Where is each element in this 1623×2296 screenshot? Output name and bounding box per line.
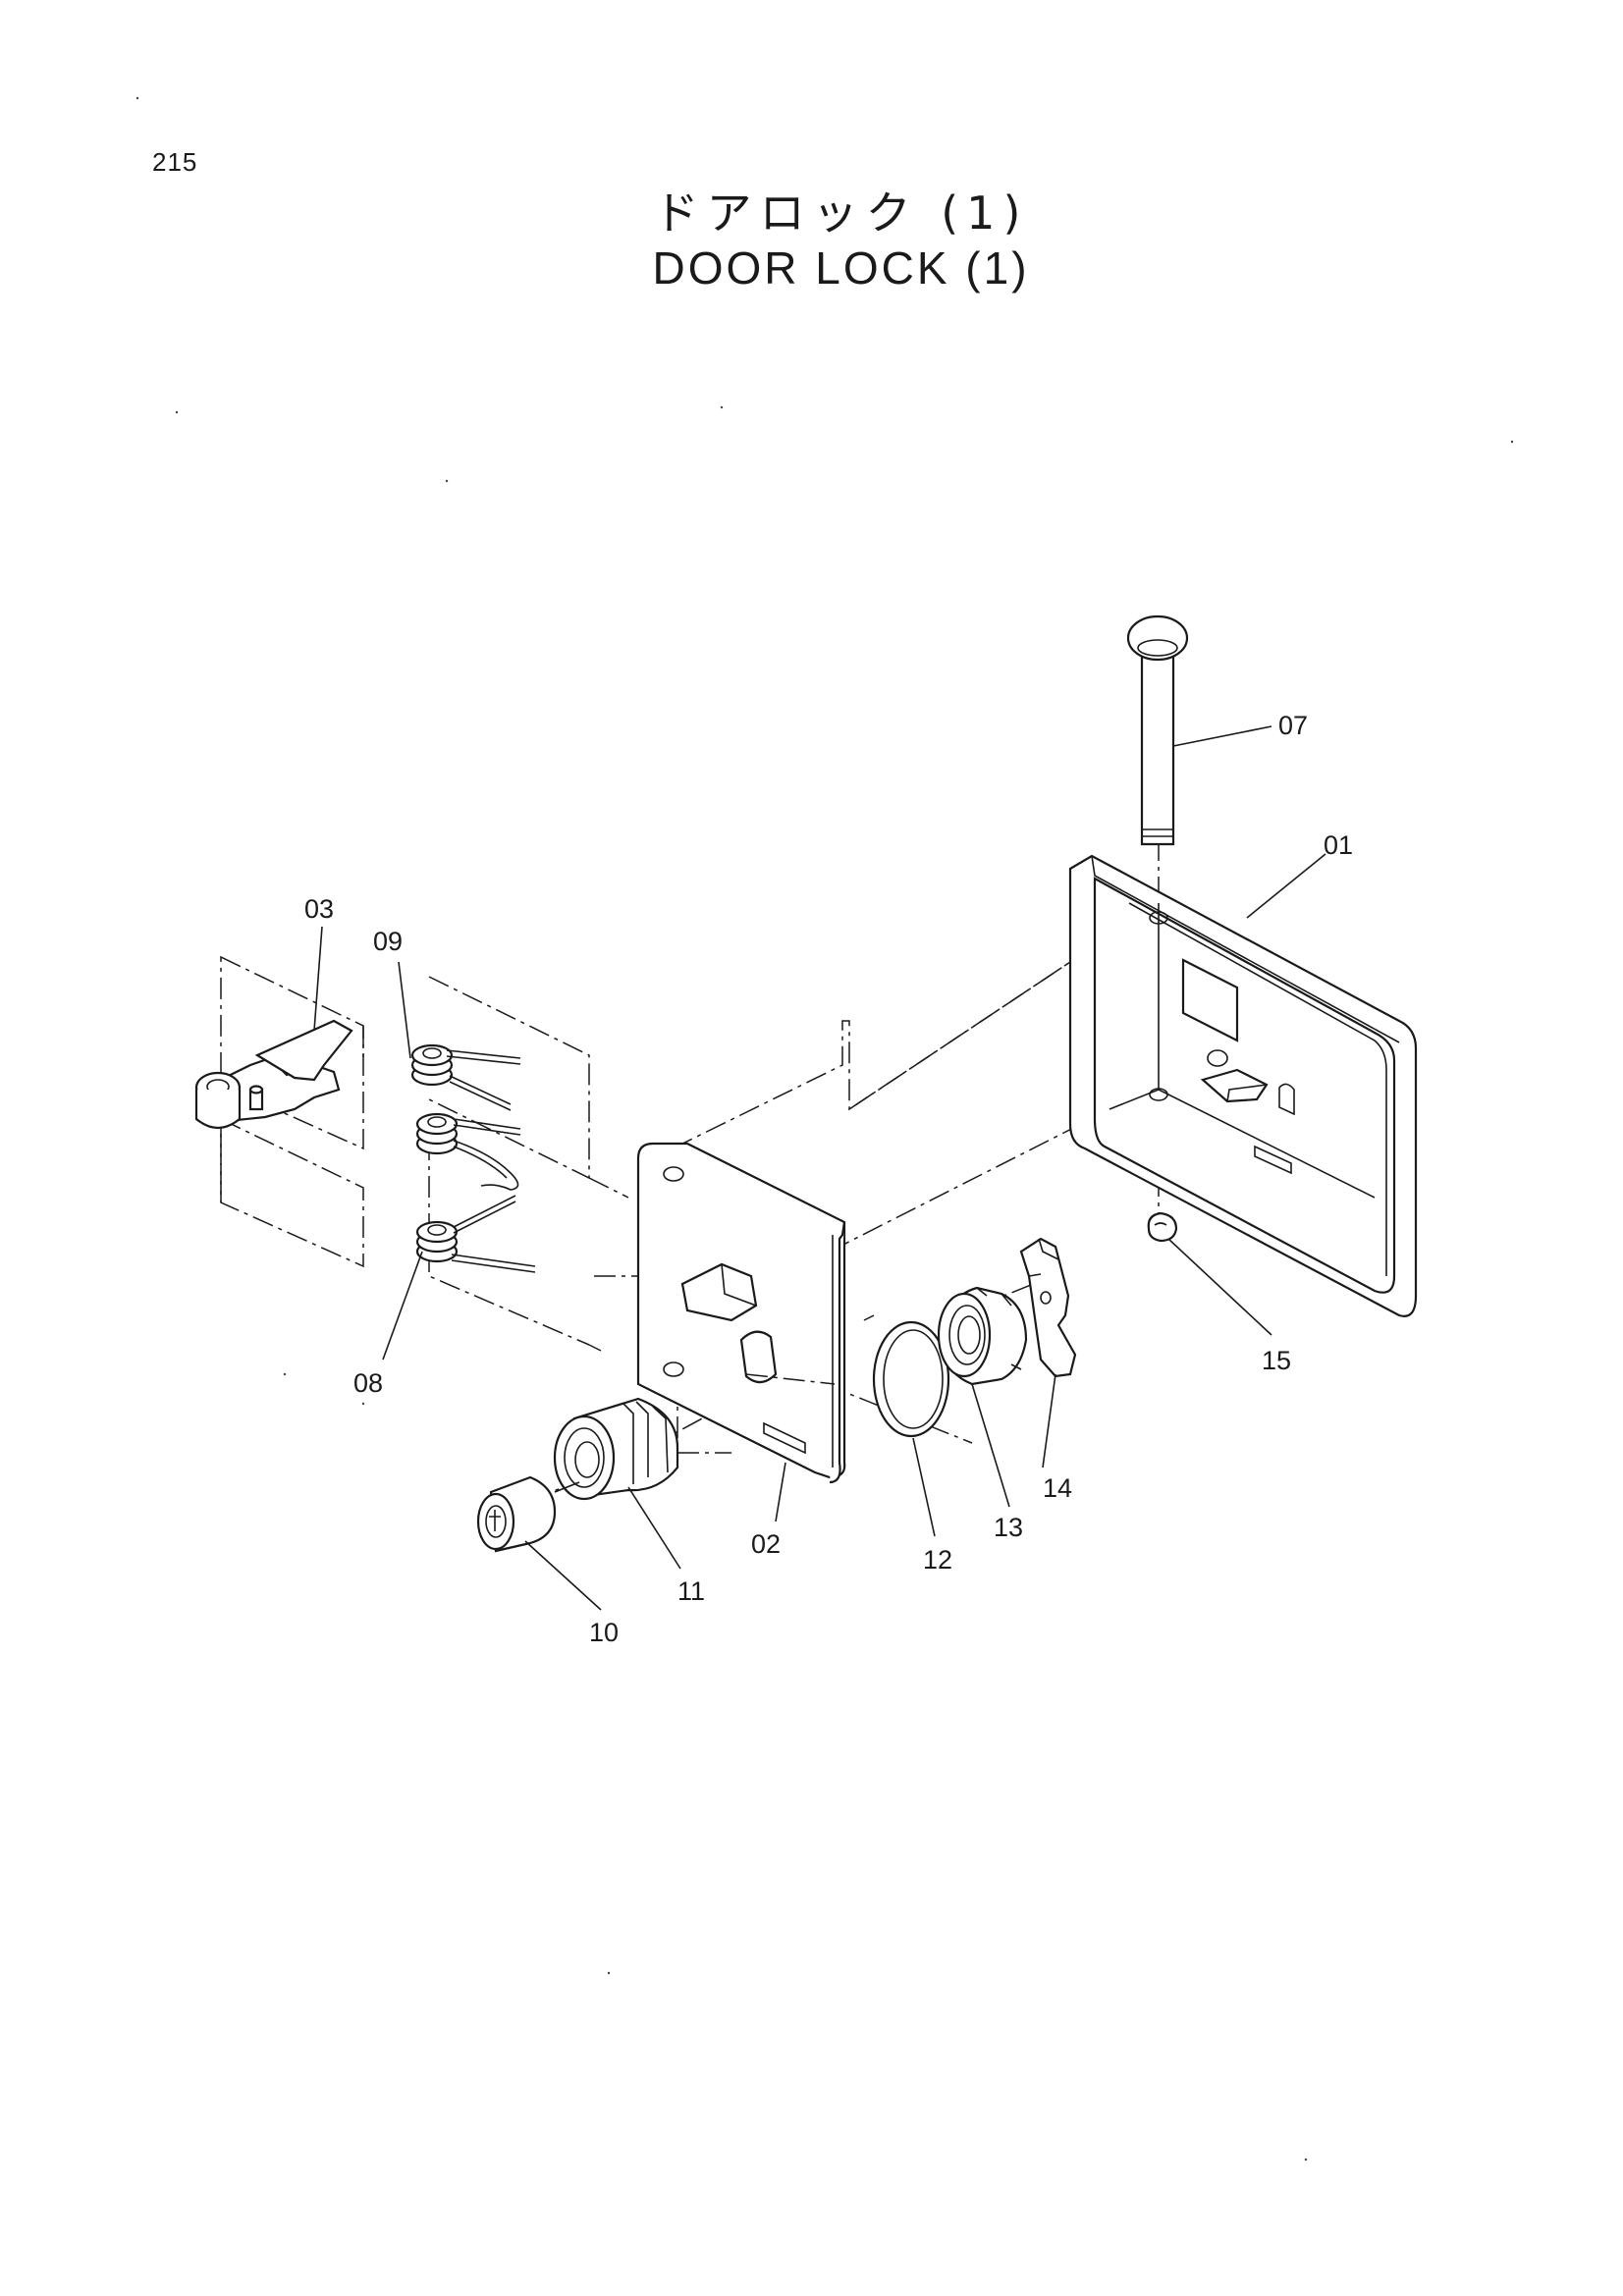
label-part-13: 13 xyxy=(994,1513,1023,1542)
label-part-12: 12 xyxy=(923,1545,952,1575)
part-08-spring xyxy=(415,1195,536,1273)
label-part-11: 11 xyxy=(677,1576,705,1606)
label-part-14: 14 xyxy=(1043,1473,1072,1503)
label-part-01: 01 xyxy=(1324,830,1353,860)
label-part-07: 07 xyxy=(1278,711,1308,740)
part-02-plate xyxy=(636,1142,846,1484)
title-english: DOOR LOCK (1) xyxy=(652,242,1030,294)
part-labels: 03 09 08 07 01 15 14 13 12 02 11 10 xyxy=(304,711,1353,1647)
part-15-e-ring xyxy=(1147,1211,1178,1243)
label-part-10: 10 xyxy=(589,1618,619,1647)
title-block: ドアロック (1) DOOR LOCK (1) xyxy=(0,187,1623,297)
part-09-spring xyxy=(410,1043,521,1191)
part-13-nut xyxy=(937,1286,1028,1386)
scan-specks xyxy=(135,96,1514,2162)
part-07-pin xyxy=(1126,614,1189,846)
label-part-15: 15 xyxy=(1262,1346,1291,1375)
page-number: 215 xyxy=(152,147,198,177)
title-japanese: ドアロック (1) xyxy=(653,187,1029,240)
label-part-08: 08 xyxy=(353,1368,383,1398)
part-03-lever xyxy=(194,1019,353,1130)
part-10-key-cylinder xyxy=(476,1475,580,1553)
part-14-cam xyxy=(1019,1237,1077,1378)
part-12-ring xyxy=(872,1320,950,1438)
part-11-lock-body xyxy=(553,1397,679,1501)
label-part-02: 02 xyxy=(751,1529,781,1559)
label-part-09: 09 xyxy=(373,927,403,956)
part-01-frame xyxy=(1068,854,1418,1317)
leader-lines xyxy=(313,725,1326,1611)
label-part-03: 03 xyxy=(304,894,334,924)
